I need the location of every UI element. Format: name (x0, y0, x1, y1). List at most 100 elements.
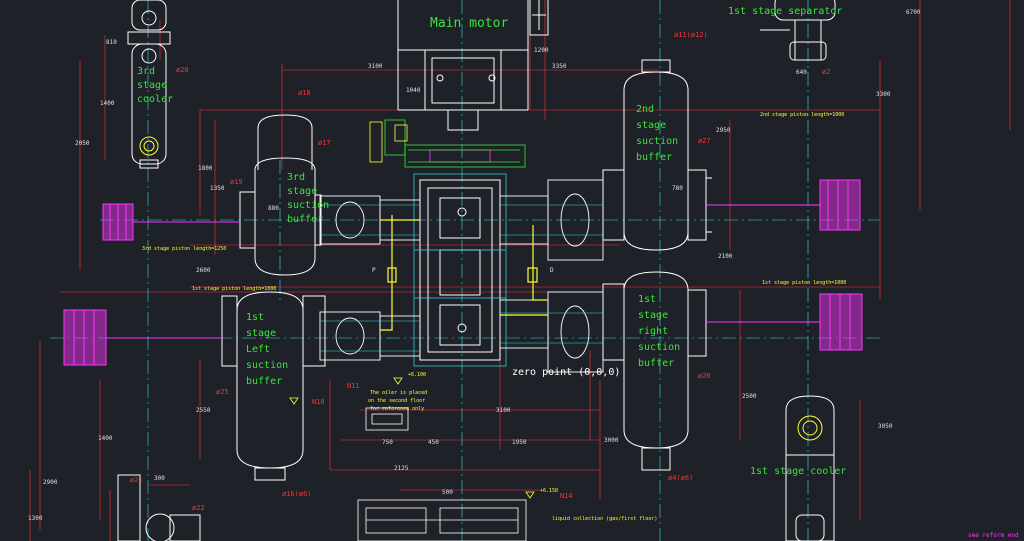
svg-text:3300: 3300 (876, 91, 891, 98)
svg-text:1040: 1040 (406, 87, 421, 94)
svg-text:buffer: buffer (636, 152, 672, 163)
svg-text:3050: 3050 (878, 423, 893, 430)
svg-text:3350: 3350 (552, 63, 567, 70)
svg-text:buffer: buffer (246, 376, 282, 387)
elevation-triangles (289, 377, 535, 499)
center-lines (50, 0, 880, 541)
svg-text:2nd: 2nd (636, 104, 654, 115)
svg-text:ø11(ø12): ø11(ø12) (674, 31, 708, 39)
stage2-buffer[interactable] (602, 59, 712, 251)
svg-text:suction: suction (636, 136, 678, 147)
svg-text:3100: 3100 (368, 63, 383, 70)
svg-text:buffer: buffer (638, 358, 674, 369)
svg-text:1200: 1200 (534, 47, 549, 54)
crankcase-cyan (413, 173, 507, 367)
svg-text:2050: 2050 (75, 140, 90, 147)
svg-text:stage: stage (137, 80, 167, 91)
svg-text:ø27: ø27 (698, 137, 711, 145)
svg-text:buffer: buffer (287, 214, 323, 225)
svg-text:1950: 1950 (512, 439, 527, 446)
piston-length-stage1-left: 1st stage piston length=1000 (192, 286, 276, 292)
svg-text:1300: 1300 (28, 515, 43, 522)
svg-text:suction: suction (287, 200, 329, 211)
svg-text:ø21: ø21 (130, 476, 143, 484)
corner-note: see reform end (968, 532, 1019, 539)
svg-text:stage: stage (636, 120, 666, 131)
svg-text:N11: N11 (347, 382, 360, 390)
bottom-panel (357, 499, 527, 541)
svg-text:2950: 2950 (716, 127, 731, 134)
svg-text:2900: 2900 (43, 479, 58, 486)
svg-text:+6.100: +6.100 (408, 372, 426, 378)
elevation-marks: +6.100 +6.150 (408, 372, 558, 494)
svg-text:ø20: ø20 (176, 66, 189, 74)
svg-text:ø17: ø17 (318, 139, 331, 147)
svg-text:suction: suction (246, 360, 288, 371)
coupling-detail (384, 119, 526, 168)
svg-text:3rd: 3rd (287, 172, 305, 183)
svg-text:suction: suction (638, 342, 680, 353)
svg-text:1st: 1st (638, 294, 656, 305)
svg-text:N14: N14 (560, 492, 573, 500)
magenta-cylinders (63, 179, 863, 366)
svg-text:ø25: ø25 (216, 388, 229, 396)
svg-text:ø2: ø2 (822, 68, 830, 76)
svg-text:ø26: ø26 (698, 372, 711, 380)
svg-text:ø4(ø6): ø4(ø6) (668, 474, 693, 482)
stage1-left-buffer-label: 1st stage Left suction buffer (246, 312, 288, 387)
svg-text:stage: stage (638, 310, 668, 321)
crankcase (419, 179, 501, 361)
svg-text:+6.150: +6.150 (540, 488, 558, 494)
stage1-left-buffer[interactable] (221, 291, 326, 481)
oiler-note: The oiler is placed on the second floor … (368, 390, 427, 412)
svg-text:450: 450 (428, 439, 439, 446)
svg-text:The oiler is placed: The oiler is placed (370, 390, 427, 396)
svg-text:1350: 1350 (210, 185, 225, 192)
svg-text:N18: N18 (312, 398, 325, 406)
svg-text:on the second floor: on the second floor (368, 398, 425, 404)
stage1-cooler-label: 1st stage cooler (750, 466, 846, 477)
svg-text:750: 750 (382, 439, 393, 446)
svg-text:stage: stage (287, 186, 317, 197)
svg-text:ø22: ø22 (192, 504, 205, 512)
svg-text:640: 640 (796, 69, 807, 76)
nozzle-tags: ø18 ø20 ø17 ø19 ø11(ø12) ø27 ø26 ø25 ø16… (130, 31, 830, 512)
crossheads-cyan (320, 204, 603, 352)
stage3-cooler-label: 3rd stage cooler (137, 66, 173, 105)
piston-length-stage2: 2nd stage piston length=1000 (760, 112, 844, 118)
stage3-buffer[interactable] (239, 114, 322, 276)
svg-text:2600: 2600 (196, 267, 211, 274)
svg-text:1st: 1st (246, 312, 264, 323)
stage1-separator[interactable] (760, 0, 836, 61)
main-motor-label: Main motor (430, 16, 508, 31)
stage3-cooler[interactable] (127, 0, 171, 169)
dimension-lines (29, 0, 1011, 541)
svg-text:3100: 3100 (496, 407, 511, 414)
svg-text:880: 880 (268, 205, 279, 212)
main-motor[interactable] (397, 0, 549, 131)
piston-length-stage3: 3rd stage piston length=1250 (142, 246, 226, 252)
oil-lines (380, 215, 548, 331)
stage1-cooler[interactable] (785, 395, 835, 541)
dimension-texts: 3100 3350 1040 1400 1800 2050 1350 2600 … (28, 9, 921, 522)
svg-text:3000: 3000 (604, 437, 619, 444)
oiler-box (365, 407, 409, 431)
svg-text:810: 810 (106, 39, 117, 46)
magenta-fills (64, 180, 862, 365)
svg-text:cooler: cooler (137, 94, 173, 105)
stage1-right-buffer[interactable] (602, 271, 707, 471)
piston-length-stage1-right: 1st stage piston length=1000 (762, 280, 846, 286)
svg-text:2100: 2100 (718, 253, 733, 260)
zero-point-label: zero point (0,0,0) (512, 367, 620, 378)
stage2-buffer-label: 2nd stage suction buffer (636, 104, 678, 163)
svg-text:D: D (550, 267, 554, 274)
coupling-yellow (369, 121, 408, 163)
bottom-left-pump (117, 474, 201, 541)
svg-text:6700: 6700 (906, 9, 921, 16)
svg-text:ø16(ø6): ø16(ø6) (282, 490, 312, 498)
svg-text:2550: 2550 (196, 407, 211, 414)
svg-text:1800: 1800 (198, 165, 213, 172)
svg-text:2125: 2125 (394, 465, 409, 472)
svg-text:P: P (372, 267, 376, 274)
